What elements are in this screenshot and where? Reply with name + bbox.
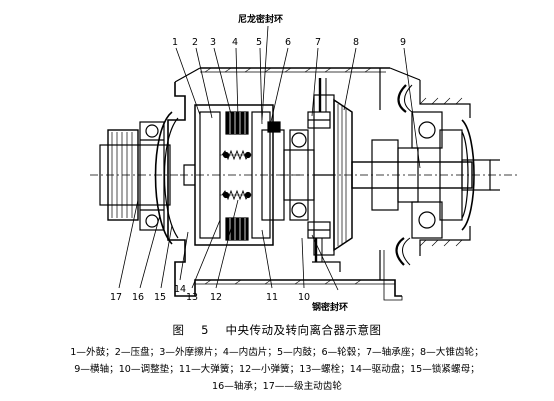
callout-4: 4 <box>232 37 238 48</box>
callouts: 1 2 3 4 5 6 7 8 9 17 16 15 14 13 12 11 1… <box>110 13 406 313</box>
legend-line-1: 1—外鼓；2—压盘；3—外摩擦片；4—内齿片；5—内鼓；6—轮毂；7—轴承座；8… <box>70 347 484 358</box>
callout-9: 9 <box>400 37 406 48</box>
legend-line-2: 9—横轴；10—调整垫；11—大弹簧；12—小弹簧；13—螺栓；14—驱动盘；1… <box>74 364 480 375</box>
callout-1: 1 <box>172 37 178 48</box>
leader-lines-bottom <box>118 199 339 291</box>
legend-line-3: 16—轴承；17——级主动齿轮 <box>212 381 342 392</box>
figure-label: 图 <box>172 323 185 337</box>
callout-16: 16 <box>132 292 144 303</box>
cross-shaft <box>280 139 520 211</box>
callout-3: 3 <box>210 37 216 48</box>
callout-11: 11 <box>266 292 278 303</box>
housing <box>167 67 471 301</box>
callout-8: 8 <box>353 37 359 48</box>
callout-17: 17 <box>110 292 122 303</box>
steel-seal-label: 钢密封环 <box>312 301 348 313</box>
callout-14: 14 <box>174 284 186 295</box>
callout-2: 2 <box>192 37 198 48</box>
mechanical-diagram: 1 2 3 4 5 6 7 8 9 17 16 15 14 13 12 11 1… <box>90 13 520 313</box>
callout-10: 10 <box>298 292 310 303</box>
bevel-gear-assembly <box>283 78 353 272</box>
right-bearing-assembly <box>395 84 500 266</box>
nylon-seal-label: 尼龙密封环 <box>238 13 283 25</box>
callout-15: 15 <box>154 292 166 303</box>
callout-6: 6 <box>285 37 291 48</box>
figure-number: 5 <box>201 323 209 337</box>
figure-caption: 图 5 中央传动及转向离合器示意图 <box>0 322 554 338</box>
callout-13: 13 <box>186 292 198 303</box>
figure-title: 中央传动及转向离合器示意图 <box>225 323 382 337</box>
callout-12: 12 <box>210 292 222 303</box>
pinion-assembly <box>90 111 180 245</box>
leader-lines-top <box>175 25 421 169</box>
callout-7: 7 <box>315 37 321 48</box>
callout-5: 5 <box>256 37 262 48</box>
